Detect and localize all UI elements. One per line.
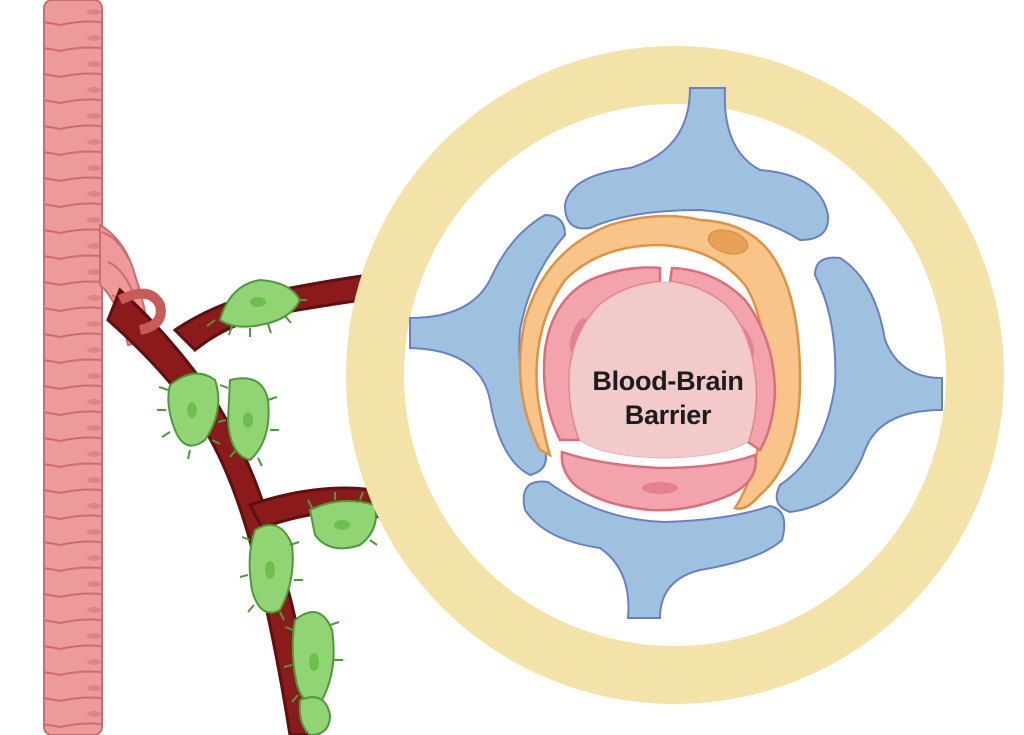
capillary-lumen (569, 281, 757, 459)
label-line-1: Blood-Brain (592, 366, 744, 396)
astrocyte-processes (157, 299, 387, 703)
pericyte (518, 214, 802, 510)
artery (43, 0, 152, 735)
label-line-2: Barrier (624, 400, 712, 430)
pericyte-nucleus (707, 229, 749, 255)
astrocyte-nuclei (187, 297, 350, 671)
blood-brain-barrier-label: Blood-Brain Barrier (548, 364, 788, 432)
